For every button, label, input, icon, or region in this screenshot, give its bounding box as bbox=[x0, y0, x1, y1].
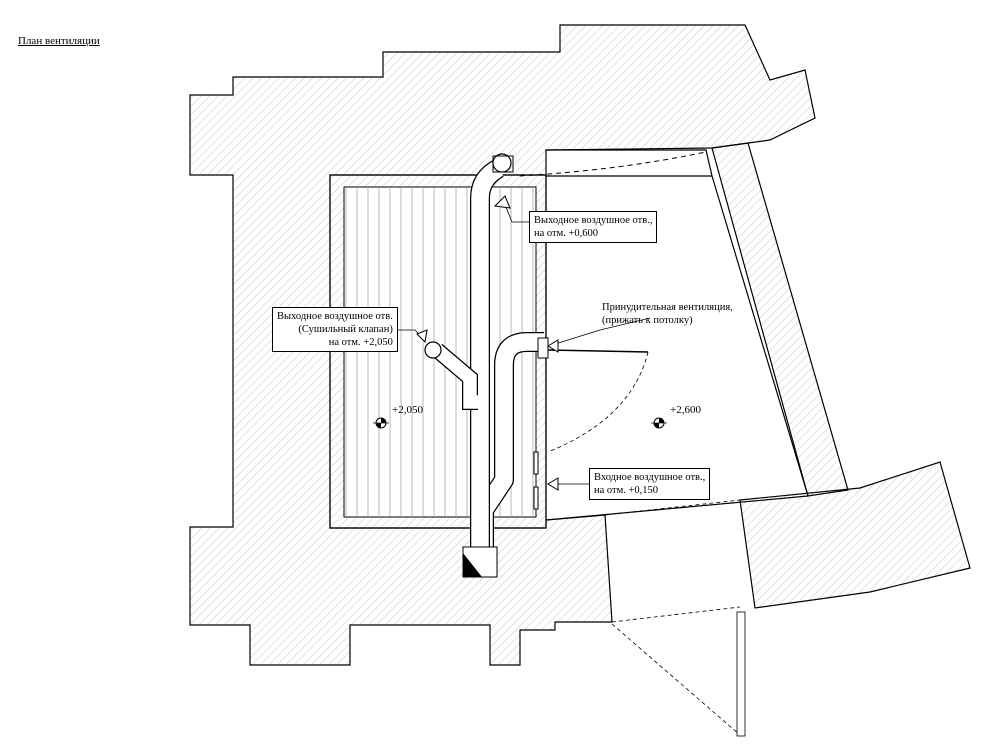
elevation-label-side-room: +2,600 bbox=[670, 404, 701, 416]
callout-line: на отм. +0,600 bbox=[534, 228, 599, 239]
page-title: План вентиляции bbox=[18, 35, 100, 47]
duct-end-circle-icon bbox=[424, 341, 442, 359]
callout-line: на отм. +0,150 bbox=[594, 485, 659, 496]
arrow-pointer-icon bbox=[416, 329, 428, 344]
elevation-label-sauna: +2,050 bbox=[392, 404, 423, 416]
elevation-marker-icon bbox=[651, 417, 667, 429]
callout-line: (прижать к потолку) bbox=[602, 315, 693, 326]
callout-forced-vent: Принудительная вентиляция, (прижать к по… bbox=[602, 301, 733, 327]
callout-line: Входное воздушное отв., bbox=[594, 472, 706, 483]
callout-line: Выходное воздушное отв. bbox=[277, 311, 393, 322]
arrow-pointer-icon bbox=[547, 339, 559, 353]
callout-line: на отм. +2,050 bbox=[328, 337, 393, 348]
callout-line: Выходное воздушное отв., bbox=[534, 215, 653, 226]
callout-outlet-upper: Выходное воздушное отв., на отм. +0,600 bbox=[529, 211, 658, 243]
callout-outlet-dryer: Выходное воздушное отв. (Сушильный клапа… bbox=[272, 307, 398, 352]
elevation-marker-icon bbox=[373, 417, 389, 429]
callout-line: Принудительная вентиляция, bbox=[602, 302, 733, 313]
callout-inlet: Входное воздушное отв., на отм. +0,150 bbox=[589, 468, 711, 500]
stone-wall-lower-right bbox=[739, 461, 971, 609]
door-swing-arc bbox=[547, 349, 649, 353]
callout-line: (Сушильный клапан) bbox=[298, 324, 393, 335]
side-room-outline bbox=[546, 149, 713, 177]
entry-door-swing bbox=[611, 623, 741, 736]
arrow-pointer-icon bbox=[493, 195, 511, 209]
arrow-pointer-icon bbox=[547, 477, 559, 491]
duct-end-circle-icon bbox=[492, 153, 512, 173]
side-room-wall bbox=[711, 142, 849, 497]
